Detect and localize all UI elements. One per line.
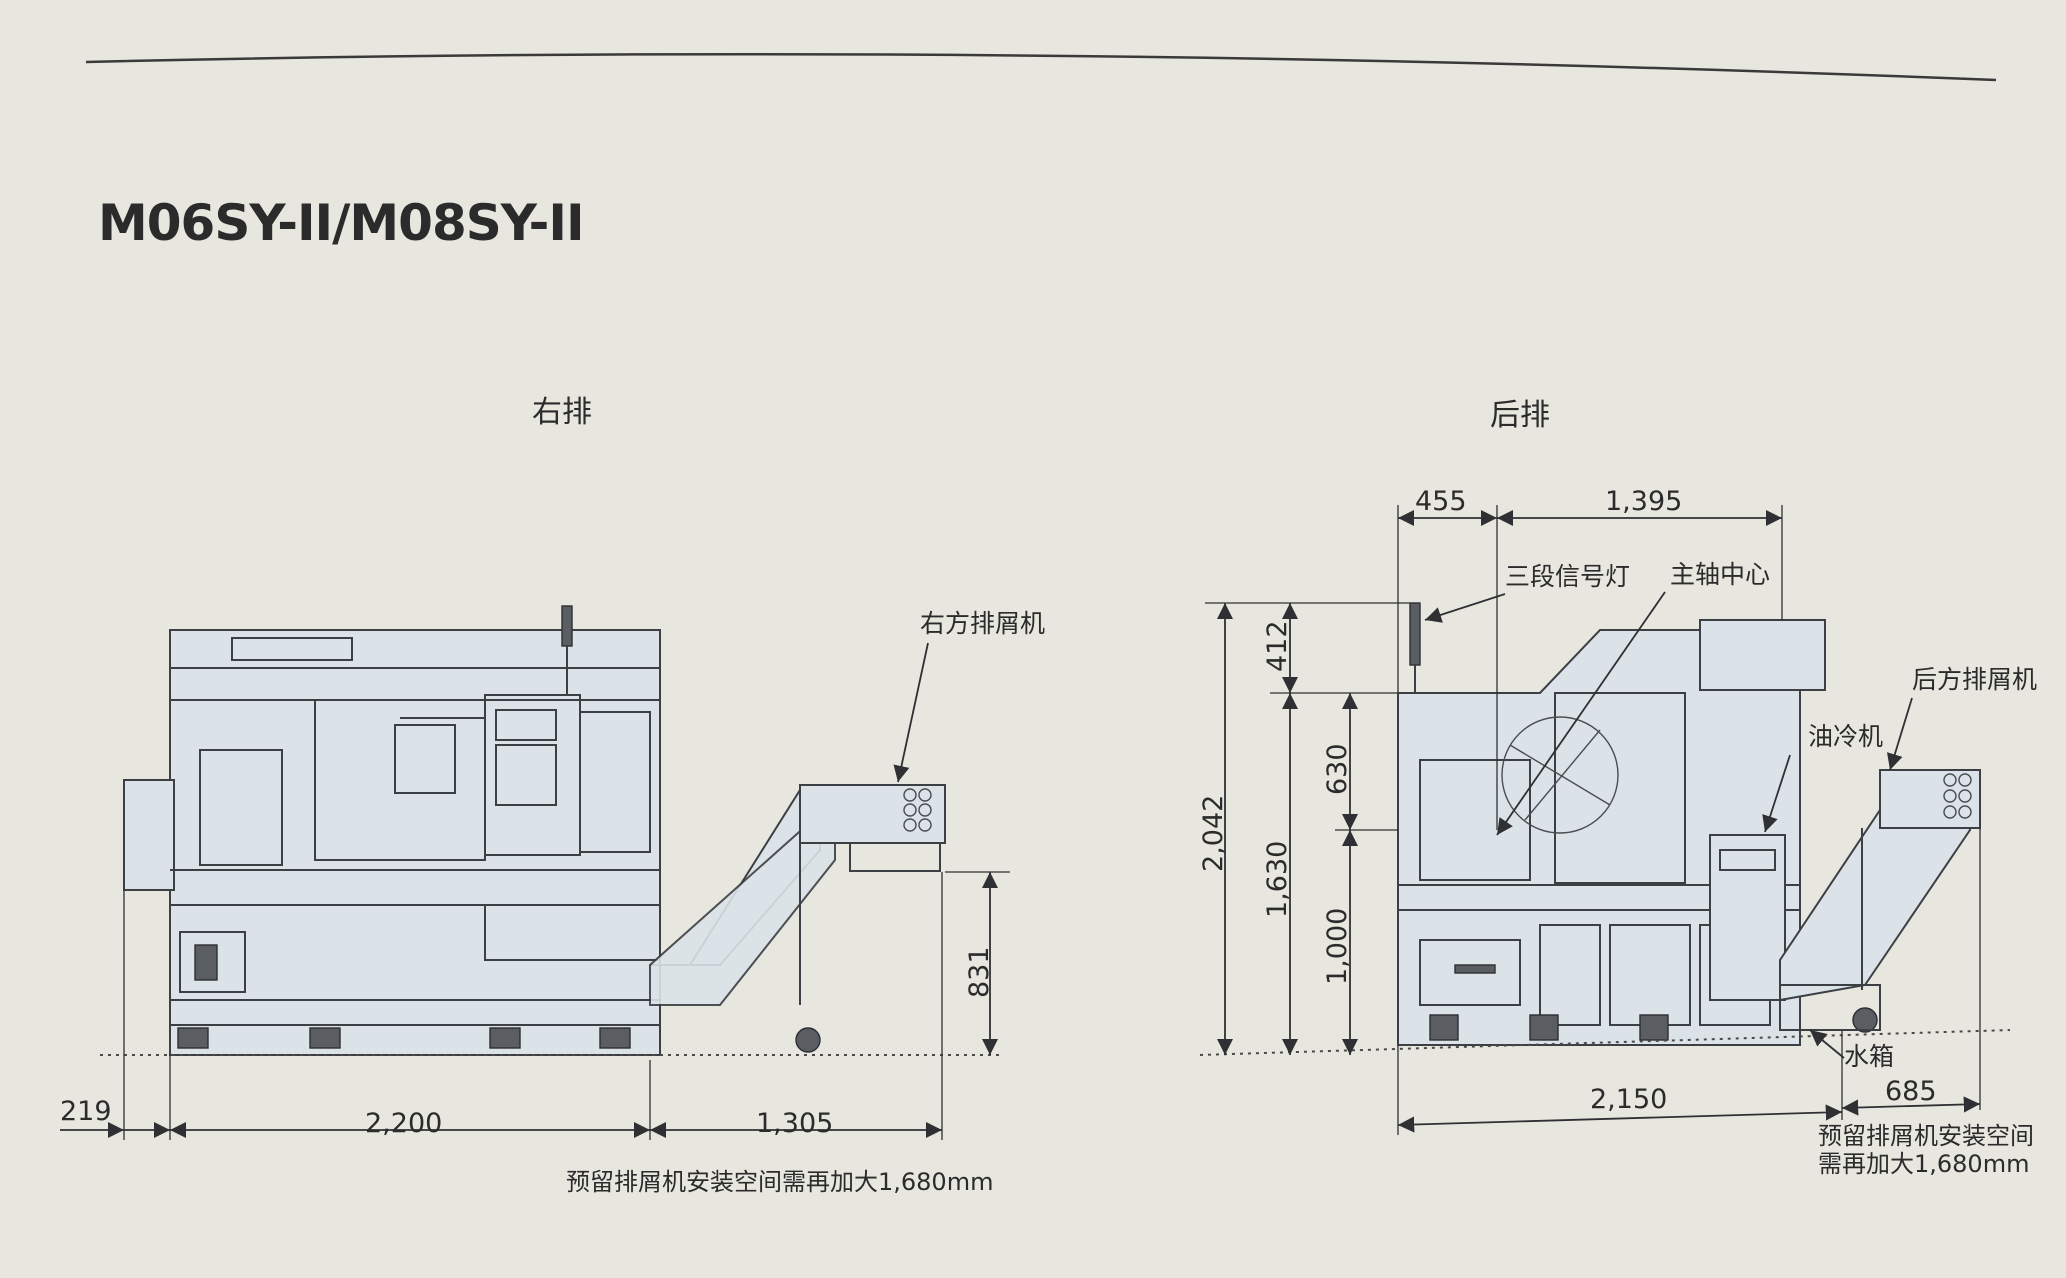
dim-219: 219 — [60, 1096, 112, 1127]
right-conveyor-label: 右方排屑机 — [920, 609, 1045, 638]
dim-685: 685 — [1885, 1076, 1937, 1107]
rear-conveyor — [1779, 769, 1981, 1033]
water-tank-leader — [1809, 1029, 1845, 1059]
dim-831: 831 — [964, 946, 995, 998]
oil-cooler-label: 油冷机 — [1808, 722, 1883, 751]
dim-2200: 2,200 — [365, 1108, 442, 1139]
right-view-note: 预留排屑机安装空间需再加大1,680mm — [566, 1168, 993, 1196]
signal-light-label: 三段信号灯 — [1505, 562, 1630, 591]
page-title: M06SY-II/M08SY-II — [98, 194, 584, 252]
signal-light-leader — [1424, 593, 1506, 623]
oil-cooler-leader — [1762, 754, 1791, 833]
right-conveyor — [649, 784, 946, 1053]
rear-view-dimensions — [1205, 505, 1981, 1135]
dim-455: 455 — [1415, 486, 1467, 517]
spindle-center-label: 主轴中心 — [1670, 560, 1770, 589]
dim-1305: 1,305 — [756, 1108, 833, 1139]
rear-view-heading: 后排 — [1490, 398, 1550, 433]
rear-conveyor-label: 后方排屑机 — [1912, 665, 2037, 694]
dim-412: 412 — [1262, 620, 1293, 672]
dim-630: 630 — [1322, 743, 1353, 795]
right-view-machine — [123, 605, 661, 1056]
right-view-dimensions — [60, 871, 1010, 1140]
dim-2042: 2,042 — [1198, 795, 1229, 872]
rear-view-note-line1: 预留排屑机安装空间 — [1818, 1122, 2034, 1150]
rear-view-note-line2: 需再加大1,680mm — [1818, 1150, 2029, 1178]
water-tank-label: 水箱 — [1844, 1042, 1894, 1071]
header-rule — [85, 52, 1997, 82]
rear-view-machine — [1397, 602, 1826, 1046]
dim-1630: 1,630 — [1262, 841, 1293, 918]
dim-2150: 2,150 — [1590, 1084, 1667, 1115]
rear-conveyor-leader — [1886, 697, 1913, 771]
dim-1000: 1,000 — [1322, 908, 1353, 985]
dim-1395: 1,395 — [1605, 486, 1682, 517]
right-conveyor-leader — [893, 642, 929, 783]
spindle-center-leader — [1496, 591, 1666, 836]
right-view-heading: 右排 — [532, 395, 592, 430]
